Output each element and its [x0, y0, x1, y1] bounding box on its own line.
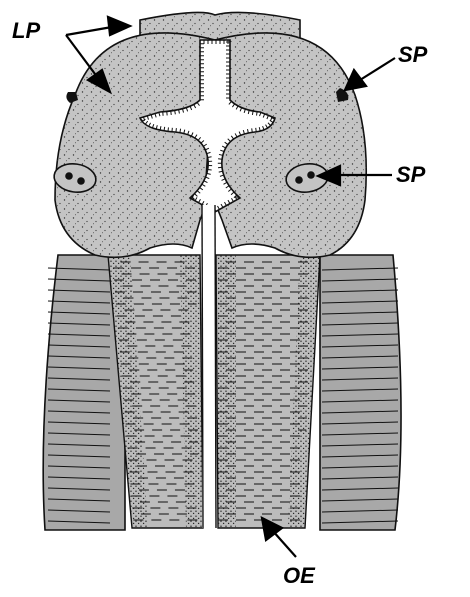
pharynx-lumen: [202, 205, 215, 528]
label-sp-top: SP: [398, 44, 427, 66]
label-sp-mid: SP: [396, 164, 425, 186]
label-lp: LP: [12, 20, 40, 42]
label-oe: OE: [283, 565, 315, 587]
